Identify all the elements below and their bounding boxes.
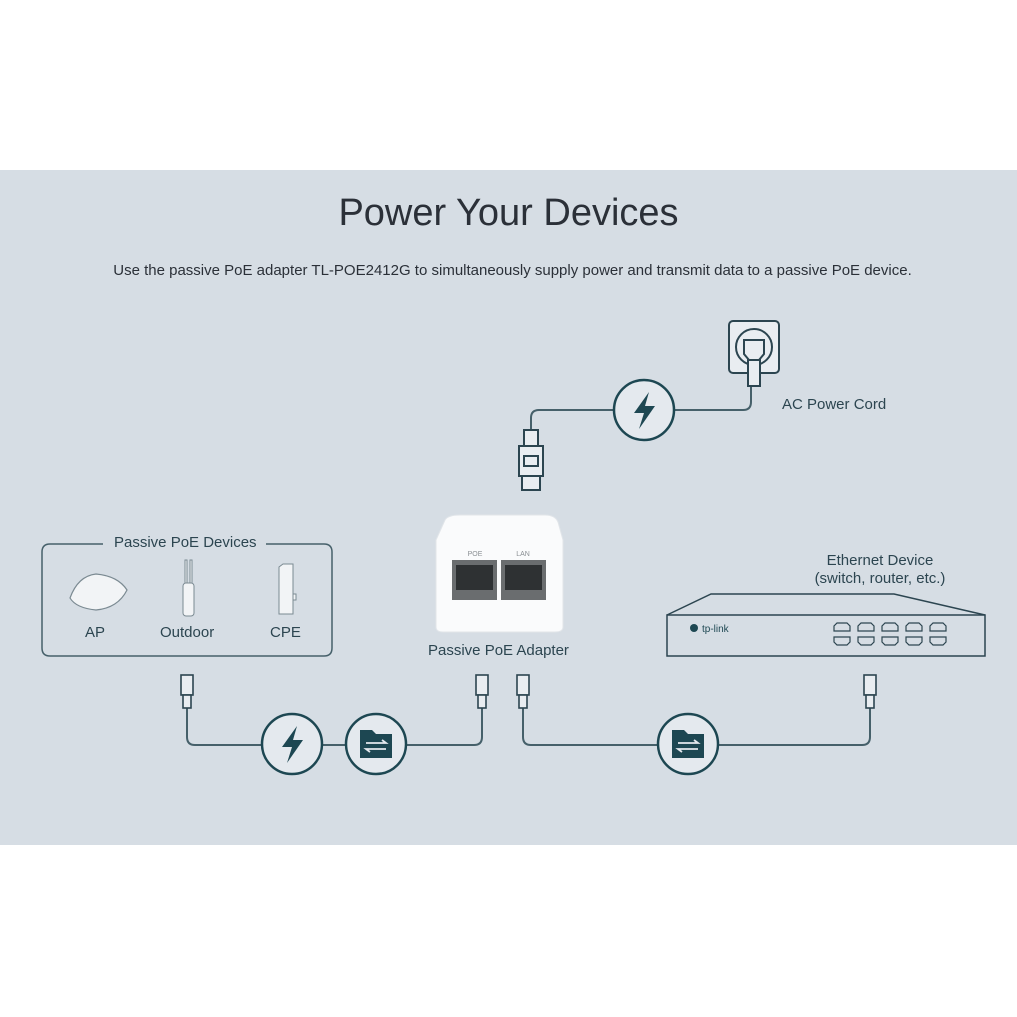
ethernet-switch-icon bbox=[666, 593, 986, 657]
port-label-lan: LAN bbox=[516, 551, 530, 558]
poe-adapter-image bbox=[435, 514, 564, 633]
ap-device-icon bbox=[69, 573, 128, 611]
rj45-connector-icon bbox=[516, 674, 530, 709]
data-transfer-icon bbox=[656, 712, 720, 776]
rj45-connector-icon bbox=[863, 674, 877, 709]
power-outlet-icon bbox=[728, 320, 780, 387]
rj45-connector-icon bbox=[180, 674, 194, 709]
cpe-device-icon bbox=[278, 563, 297, 615]
ethernet-device-label: Ethernet Device bbox=[826, 552, 934, 569]
ethernet-device-examples: (switch, router, etc.) bbox=[814, 570, 946, 587]
passive-poe-devices-label: Passive PoE Devices bbox=[114, 534, 257, 551]
ac-power-cord-label: AC Power Cord bbox=[782, 396, 887, 413]
cpe-label: CPE bbox=[270, 624, 301, 641]
outdoor-ap-icon bbox=[182, 559, 195, 617]
page-title: Power Your Devices bbox=[338, 192, 679, 234]
rj45-connector-icon bbox=[475, 674, 489, 709]
diagram-panel bbox=[0, 170, 1017, 845]
port-label-poe: POE bbox=[468, 551, 483, 558]
passive-poe-devices-box bbox=[41, 543, 333, 657]
power-icon bbox=[260, 712, 324, 776]
poe-cable bbox=[186, 708, 483, 746]
tp-link-logo-icon bbox=[690, 624, 698, 632]
page-subtitle: Use the passive PoE adapter TL-POE2412G … bbox=[113, 262, 912, 279]
adapter-label: Passive PoE Adapter bbox=[428, 642, 569, 659]
iec-plug-icon bbox=[518, 429, 544, 491]
outdoor-label: Outdoor bbox=[160, 624, 215, 641]
ap-label: AP bbox=[85, 624, 106, 641]
switch-brand: tp-link bbox=[702, 624, 730, 635]
power-icon bbox=[612, 378, 676, 442]
data-transfer-icon bbox=[344, 712, 408, 776]
